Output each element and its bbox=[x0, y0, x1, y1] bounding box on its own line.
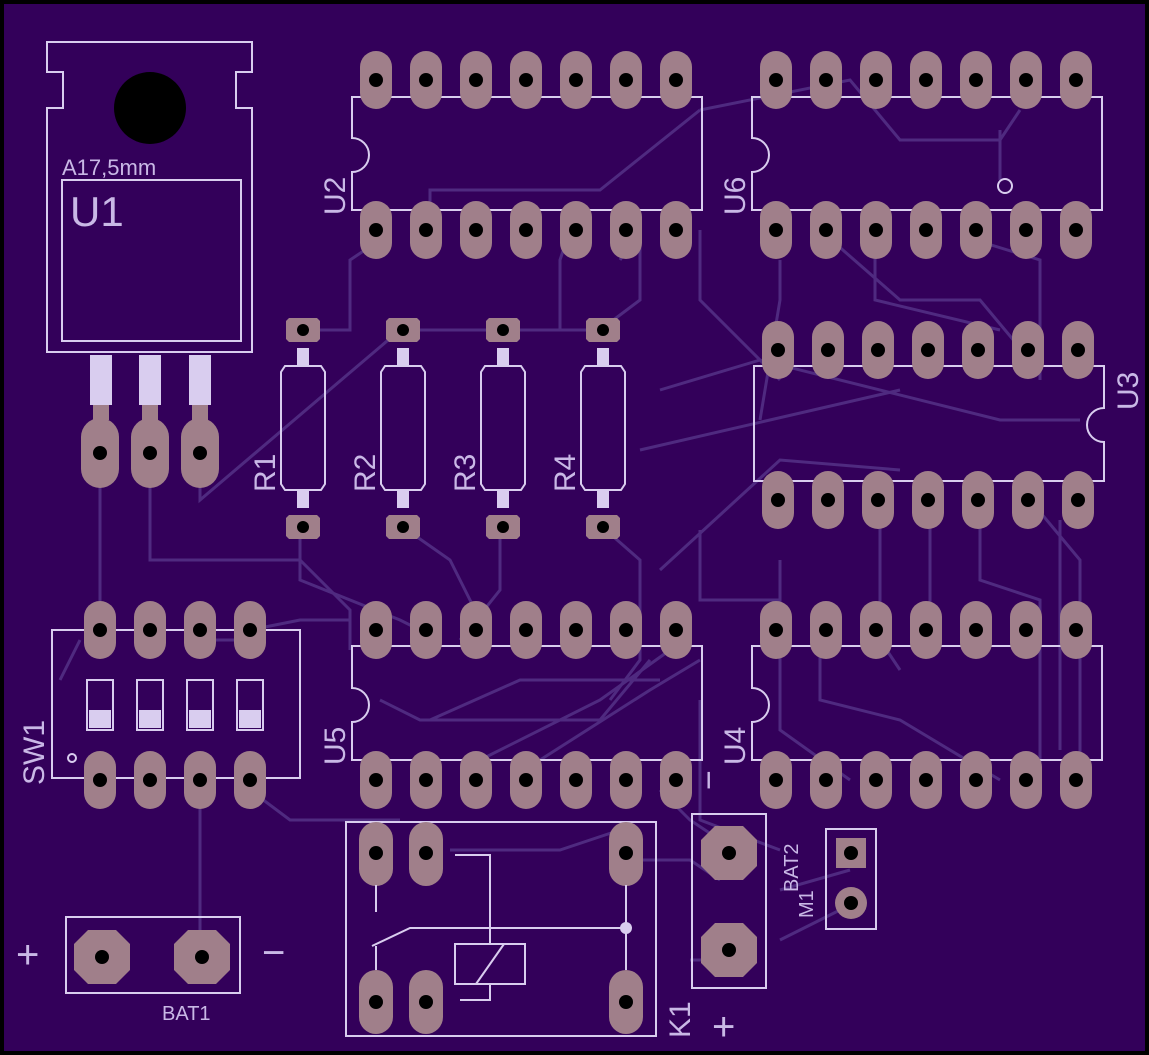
k1-relay: K1 bbox=[345, 821, 697, 1038]
r1-resistor bbox=[280, 318, 326, 539]
sw1-switch-4[interactable] bbox=[236, 679, 264, 731]
board-outline bbox=[4, 4, 1145, 1051]
u2-label: U2 bbox=[319, 177, 352, 215]
bat1-connector: + − BAT1 bbox=[16, 916, 285, 1025]
bat2-plus-label: + bbox=[712, 1005, 735, 1049]
u6-ic: U6 bbox=[719, 96, 1103, 215]
bat1-label: BAT1 bbox=[162, 1003, 211, 1025]
u5-label: U5 bbox=[319, 727, 352, 765]
r2-resistor bbox=[380, 318, 426, 539]
sw1-switch-1[interactable] bbox=[86, 679, 114, 731]
u4-ic: U4 − bbox=[690, 645, 1103, 790]
r4-resistor bbox=[580, 318, 626, 539]
m1-label: M1 bbox=[796, 890, 818, 918]
u1-mounting-hole bbox=[114, 72, 186, 144]
r3-label: R3 bbox=[449, 454, 482, 492]
bat1-minus-label: − bbox=[262, 931, 285, 975]
k1-label: K1 bbox=[664, 1001, 697, 1038]
sw1-label: SW1 bbox=[18, 720, 51, 785]
u2-ic: U2 bbox=[319, 96, 703, 215]
sw1-switch-3[interactable] bbox=[186, 679, 214, 731]
sw1-switch-2[interactable] bbox=[136, 679, 164, 731]
u3-label: U3 bbox=[1112, 372, 1145, 410]
u3-ic: U3 bbox=[753, 365, 1145, 482]
u6-label: U6 bbox=[719, 177, 752, 215]
bat2-label: BAT2 bbox=[781, 843, 803, 892]
bat1-plus-label: + bbox=[16, 933, 39, 977]
bat2-connector: + BAT2 bbox=[691, 813, 803, 1049]
u1-heatsink-label: A17,5mm bbox=[62, 155, 156, 180]
m1-connector: M1 bbox=[796, 828, 877, 930]
r4-label: R4 bbox=[549, 454, 582, 492]
u4-label: U4 bbox=[719, 727, 752, 765]
ic-pads bbox=[360, 51, 1094, 809]
u4-minus-label: − bbox=[690, 770, 728, 790]
r2-label: R2 bbox=[349, 454, 382, 492]
u1-label: U1 bbox=[70, 188, 124, 235]
r3-resistor bbox=[480, 318, 526, 539]
u1-regulator: A17,5mm U1 bbox=[46, 41, 253, 488]
r1-label: R1 bbox=[249, 454, 282, 492]
sw1-dip-switch: SW1 bbox=[18, 601, 301, 809]
u5-ic: U5 bbox=[319, 645, 703, 765]
resistors bbox=[280, 318, 626, 539]
